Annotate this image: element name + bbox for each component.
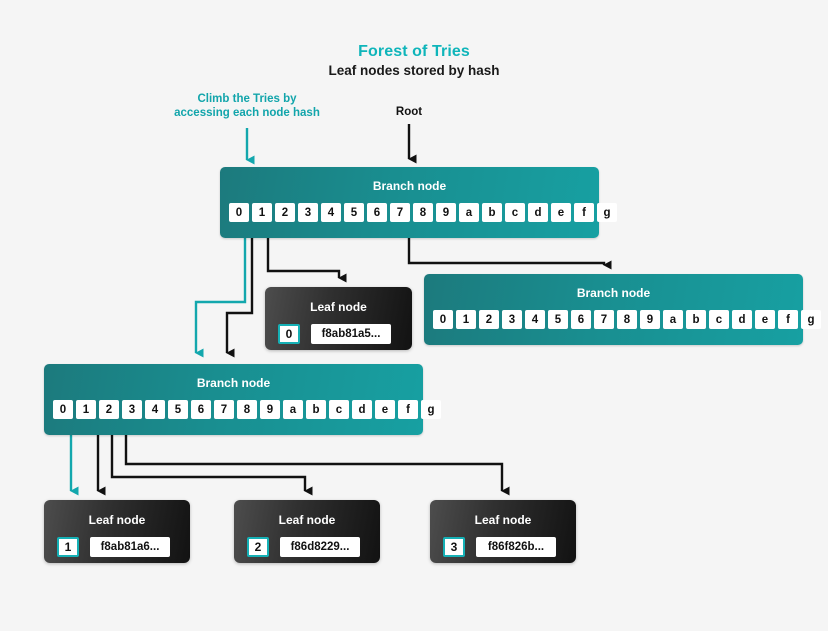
wire-root0-to-lower-branch	[194, 238, 247, 358]
leaf-node-2[interactable]: Leaf node 2 f86d8229...	[234, 500, 380, 563]
leaf-node-2-label: Leaf node	[278, 513, 336, 527]
branch-root-cell-d[interactable]: d	[528, 203, 548, 222]
branch-root-cell-7[interactable]: 7	[390, 203, 410, 222]
leaf-node-2-index[interactable]: 2	[247, 537, 269, 557]
branch-root-cell-1[interactable]: 1	[252, 203, 272, 222]
branch-root-cell-0[interactable]: 0	[229, 203, 249, 222]
branch-root-cell-8[interactable]: 8	[413, 203, 433, 222]
branch-lower-cell-6[interactable]: 6	[191, 400, 211, 419]
leaf-node-0-label: Leaf node	[310, 300, 367, 314]
branch-lower-cell-g[interactable]: g	[421, 400, 441, 419]
branch-lower-cell-8[interactable]: 8	[237, 400, 257, 419]
leaf-node-1-hash[interactable]: f8ab81a6...	[90, 537, 170, 557]
page-title: Forest of Tries	[358, 43, 470, 60]
branch-lower-cell-d[interactable]: d	[352, 400, 372, 419]
branch-right-cell-b[interactable]: b	[686, 310, 706, 329]
leaf-node-3-hash[interactable]: f86f826b...	[476, 537, 556, 557]
branch-lower-cell-e[interactable]: e	[375, 400, 395, 419]
branch-right-cell-3[interactable]: 3	[502, 310, 522, 329]
branch-lower-cell-a[interactable]: a	[283, 400, 303, 419]
branch-lower-cell-5[interactable]: 5	[168, 400, 188, 419]
leaf-node-3-index[interactable]: 3	[443, 537, 465, 557]
branch-right-cell-0[interactable]: 0	[433, 310, 453, 329]
annotation-root: Root	[369, 105, 449, 119]
leaf-node-2-hash[interactable]: f86d8229...	[280, 537, 360, 557]
leaf-node-0-hash[interactable]: f8ab81a5...	[311, 324, 391, 344]
branch-lower-cell-c[interactable]: c	[329, 400, 349, 419]
leaf-node-0-row: 0 f8ab81a5...	[278, 324, 391, 344]
branch-root-cell-b[interactable]: b	[482, 203, 502, 222]
leaf-node-3[interactable]: Leaf node 3 f86f826b...	[430, 500, 576, 563]
annotation-climb-line1: Climb the Tries by	[197, 93, 297, 105]
annotation-climb: Climb the Tries by accessing each node h…	[147, 92, 347, 120]
leaf-node-3-row: 3 f86f826b...	[443, 537, 556, 557]
branch-right-cell-f[interactable]: f	[778, 310, 798, 329]
branch-root-cell-6[interactable]: 6	[367, 203, 387, 222]
branch-root-cell-a[interactable]: a	[459, 203, 479, 222]
branch-right-cell-5[interactable]: 5	[548, 310, 568, 329]
branch-node-lower-label: Branch node	[196, 376, 271, 390]
leaf-node-3-label: Leaf node	[474, 513, 532, 527]
branch-root-cell-5[interactable]: 5	[344, 203, 364, 222]
branch-root-cell-2[interactable]: 2	[275, 203, 295, 222]
branch-right-cell-1[interactable]: 1	[456, 310, 476, 329]
branch-lower-cell-4[interactable]: 4	[145, 400, 165, 419]
branch-root-cell-f[interactable]: f	[574, 203, 594, 222]
branch-node-right[interactable]: Branch node 0 1 2 3 4 5 6 7 8 9 a b c d …	[424, 274, 821, 345]
wire-root8-to-right-branch	[407, 238, 612, 270]
branch-right-cell-c[interactable]: c	[709, 310, 729, 329]
branch-lower-cell-1[interactable]: 1	[76, 400, 96, 419]
leaf-node-1[interactable]: Leaf node 1 f8ab81a6...	[44, 500, 190, 563]
branch-root-cell-e[interactable]: e	[551, 203, 571, 222]
wire-lower3-to-leaf3	[124, 435, 510, 496]
branch-lower-cell-3[interactable]: 3	[122, 400, 142, 419]
branch-node-right-cells: 0 1 2 3 4 5 6 7 8 9 a b c d e f g	[433, 310, 821, 329]
branch-right-cell-g[interactable]: g	[801, 310, 821, 329]
branch-root-cell-c[interactable]: c	[505, 203, 525, 222]
annotation-root-line1: Root	[395, 106, 423, 118]
page-subtitle: Leaf nodes stored by hash	[328, 63, 500, 78]
leaf-node-2-row: 2 f86d8229...	[247, 537, 360, 557]
branch-node-lower[interactable]: Branch node 0 1 2 3 4 5 6 7 8 9 a b c d …	[44, 364, 441, 435]
leaf-node-0[interactable]: Leaf node 0 f8ab81a5...	[265, 287, 412, 350]
branch-root-cell-3[interactable]: 3	[298, 203, 318, 222]
branch-right-cell-6[interactable]: 6	[571, 310, 591, 329]
branch-right-cell-8[interactable]: 8	[617, 310, 637, 329]
leaf-node-1-row: 1 f8ab81a6...	[57, 537, 170, 557]
branch-lower-cell-2[interactable]: 2	[99, 400, 119, 419]
wire-lower2-to-leaf2	[110, 435, 313, 496]
branch-right-cell-e[interactable]: e	[755, 310, 775, 329]
branch-right-cell-a[interactable]: a	[663, 310, 683, 329]
leaf-node-0-index[interactable]: 0	[278, 324, 300, 344]
branch-node-lower-cells: 0 1 2 3 4 5 6 7 8 9 a b c d e f g	[53, 400, 441, 419]
branch-lower-cell-0[interactable]: 0	[53, 400, 73, 419]
branch-lower-cell-7[interactable]: 7	[214, 400, 234, 419]
annotation-climb-line2: accessing each node hash	[174, 107, 320, 119]
branch-lower-cell-f[interactable]: f	[398, 400, 418, 419]
branch-lower-cell-9[interactable]: 9	[260, 400, 280, 419]
wire-root-to-leaf0	[266, 238, 347, 283]
branch-node-root-label: Branch node	[372, 179, 447, 193]
leaf-node-1-index[interactable]: 1	[57, 537, 79, 557]
branch-right-cell-2[interactable]: 2	[479, 310, 499, 329]
branch-right-cell-4[interactable]: 4	[525, 310, 545, 329]
wire-root1-to-lower-branch	[225, 238, 254, 358]
branch-right-cell-7[interactable]: 7	[594, 310, 614, 329]
branch-lower-cell-b[interactable]: b	[306, 400, 326, 419]
branch-node-root-cells: 0 1 2 3 4 5 6 7 8 9 a b c d e f g	[229, 203, 617, 222]
leaf-node-1-label: Leaf node	[88, 513, 146, 527]
branch-root-cell-g[interactable]: g	[597, 203, 617, 222]
branch-node-right-label: Branch node	[576, 286, 651, 300]
branch-root-cell-4[interactable]: 4	[321, 203, 341, 222]
branch-root-cell-9[interactable]: 9	[436, 203, 456, 222]
branch-right-cell-9[interactable]: 9	[640, 310, 660, 329]
branch-right-cell-d[interactable]: d	[732, 310, 752, 329]
branch-node-root[interactable]: Branch node 0 1 2 3 4 5 6 7 8 9 a b c d …	[220, 167, 617, 238]
